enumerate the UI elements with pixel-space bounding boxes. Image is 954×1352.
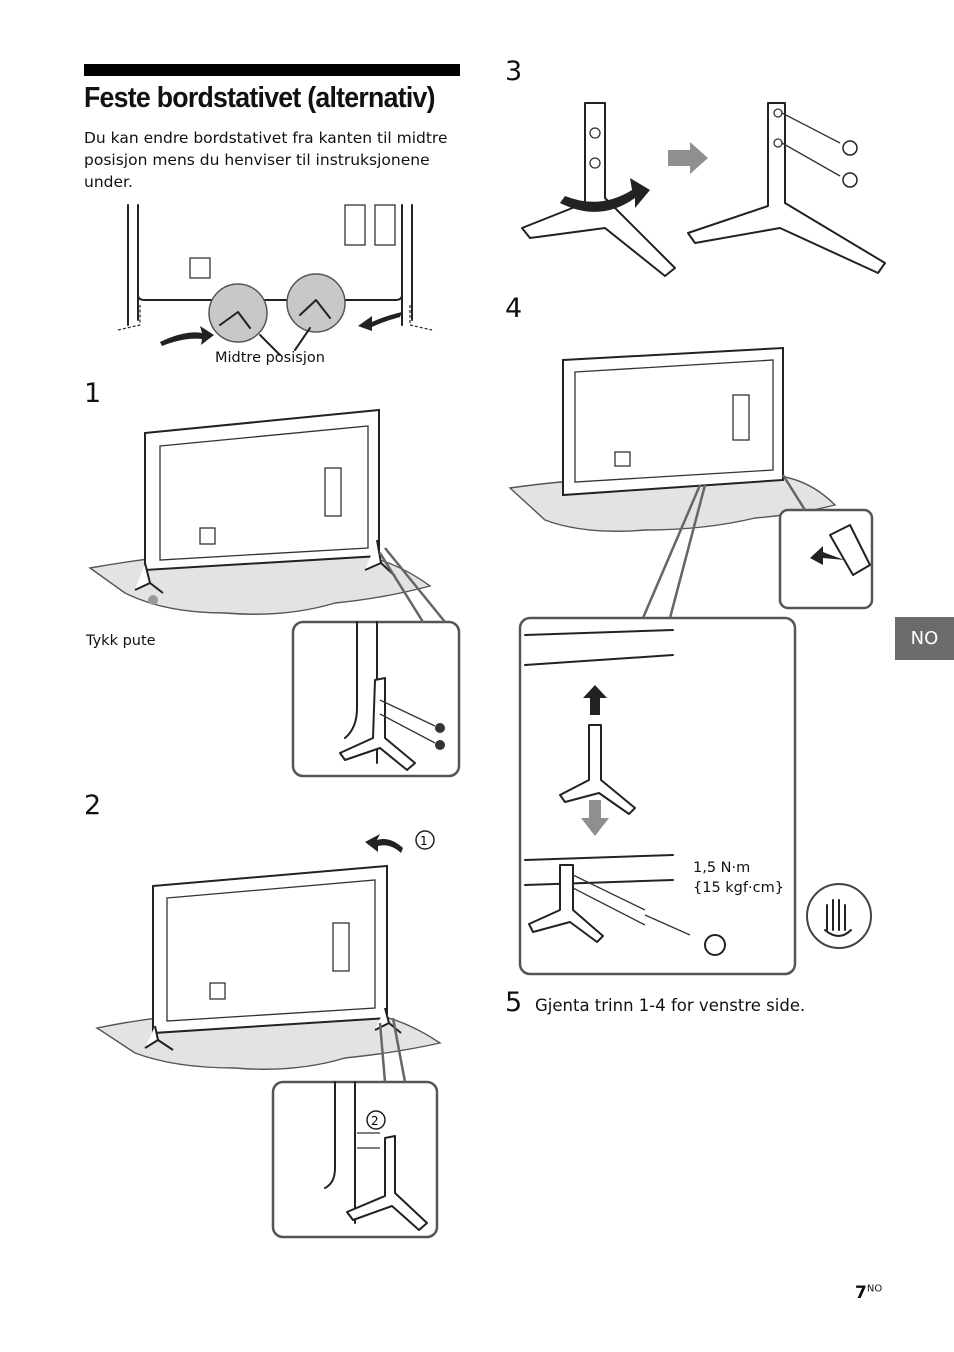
- torque-value-kgf: {15 kgf·cm}: [693, 880, 784, 896]
- step2-marker-1: 1: [420, 834, 428, 848]
- step-4-number: 4: [505, 293, 523, 324]
- step-5-text: Gjenta trinn 1-4 for venstre side.: [535, 996, 806, 1015]
- step-5-number: 5: [505, 987, 523, 1018]
- step-2-number: 2: [84, 790, 102, 821]
- title-rule: [84, 64, 460, 76]
- step1-figure: [88, 408, 461, 778]
- page-number-suffix: NO: [866, 1283, 883, 1295]
- step3-figure: [521, 102, 886, 277]
- step-1-number: 1: [84, 378, 102, 409]
- thick-cushion-label: Tykk pute: [86, 633, 156, 649]
- middle-position-figure: [117, 204, 433, 356]
- page-number: 7NO: [855, 1283, 882, 1303]
- torque-hand-icon: [806, 883, 872, 949]
- page-number-value: 7: [855, 1283, 867, 1303]
- step2-marker-2: 2: [371, 1114, 379, 1128]
- step-3-number: 3: [505, 56, 523, 87]
- torque-value: 1,5 N·m: [693, 860, 751, 876]
- intro-text: Du kan endre bordstativet fra kanten til…: [84, 129, 448, 191]
- page-title: Feste bordstativet (alternativ): [84, 82, 436, 114]
- language-tab: NO: [895, 617, 954, 660]
- middle-position-label: Midtre posisjon: [215, 350, 325, 366]
- step4-figure: [508, 346, 874, 976]
- step2-figure: 1 2: [95, 830, 442, 1239]
